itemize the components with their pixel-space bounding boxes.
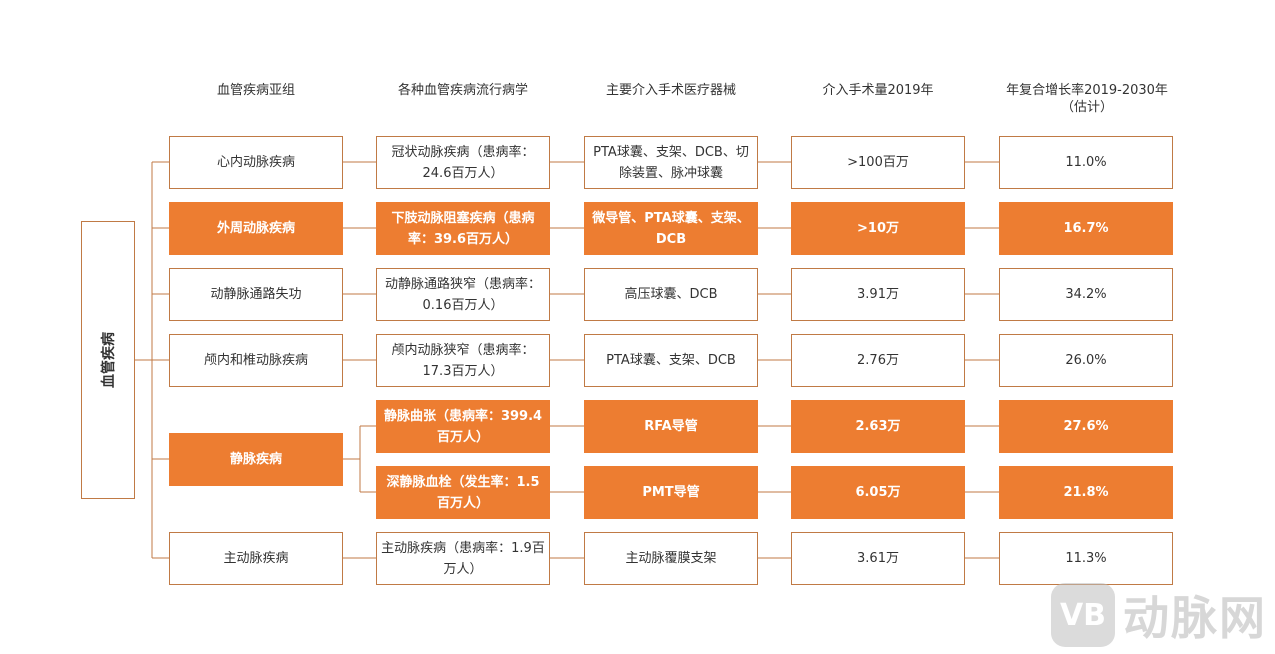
header-epidemiology: 各种血管疾病流行病学 xyxy=(397,83,528,98)
epi-aortic: 主动脉疾病（患病率：1.9百万人） xyxy=(376,532,550,585)
volume-intracranial: 2.76万 xyxy=(791,334,965,387)
cagr-aortic: 11.3% xyxy=(999,532,1173,585)
cagr-dvt: 21.8% xyxy=(999,466,1173,519)
device-aortic: 主动脉覆膜支架 xyxy=(584,532,758,585)
header-cagr: 年复合增长率2019-2030年 （估计） xyxy=(1006,83,1168,115)
subgroup-aortic: 主动脉疾病 xyxy=(169,532,343,585)
cagr-coronary: 11.0% xyxy=(999,136,1173,189)
volume-av-access: 3.91万 xyxy=(791,268,965,321)
watermark: VB 动脉网 xyxy=(1051,582,1267,648)
device-coronary: PTA球囊、支架、DCB、切除装置、脉冲球囊 xyxy=(584,136,758,189)
cagr-peripheral: 16.7% xyxy=(999,202,1173,255)
watermark-text: 动脉网 xyxy=(1123,591,1267,645)
device-dvt: PMT导管 xyxy=(584,466,758,519)
epi-intracranial: 颅内动脉狭窄（患病率：17.3百万人） xyxy=(376,334,550,387)
device-intracranial: PTA球囊、支架、DCB xyxy=(584,334,758,387)
volume-coronary: >100百万 xyxy=(791,136,965,189)
device-av-access: 高压球囊、DCB xyxy=(584,268,758,321)
epi-varicose: 静脉曲张（患病率：399.4百万人） xyxy=(376,400,550,453)
device-peripheral: 微导管、PTA球囊、支架、DCB xyxy=(584,202,758,255)
subgroup-peripheral: 外周动脉疾病 xyxy=(169,202,343,255)
volume-dvt: 6.05万 xyxy=(791,466,965,519)
root-label: 血管疾病 xyxy=(101,332,117,388)
header-devices: 主要介入手术医疗器械 xyxy=(605,83,736,98)
cagr-av-access: 34.2% xyxy=(999,268,1173,321)
root-node-vascular-disease: 血管疾病 xyxy=(81,221,135,499)
header-volume: 介入手术量2019年 xyxy=(822,83,934,98)
header-subgroup: 血管疾病亚组 xyxy=(216,83,295,98)
device-varicose: RFA导管 xyxy=(584,400,758,453)
watermark-logo-icon: VB xyxy=(1051,583,1115,647)
volume-aortic: 3.61万 xyxy=(791,532,965,585)
volume-peripheral: >10万 xyxy=(791,202,965,255)
epi-av-stenosis: 动静脉通路狭窄（患病率：0.16百万人） xyxy=(376,268,550,321)
epi-coronary: 冠状动脉疾病（患病率：24.6百万人） xyxy=(376,136,550,189)
cagr-varicose: 27.6% xyxy=(999,400,1173,453)
subgroup-coronary: 心内动脉疾病 xyxy=(169,136,343,189)
epi-lower-limb: 下肢动脉阻塞疾病（患病率：39.6百万人） xyxy=(376,202,550,255)
subgroup-venous: 静脉疾病 xyxy=(169,433,343,486)
epi-dvt: 深静脉血栓（发生率：1.5百万人） xyxy=(376,466,550,519)
cagr-intracranial: 26.0% xyxy=(999,334,1173,387)
volume-varicose: 2.63万 xyxy=(791,400,965,453)
subgroup-av-access: 动静脉通路失功 xyxy=(169,268,343,321)
subgroup-intracranial: 颅内和椎动脉疾病 xyxy=(169,334,343,387)
